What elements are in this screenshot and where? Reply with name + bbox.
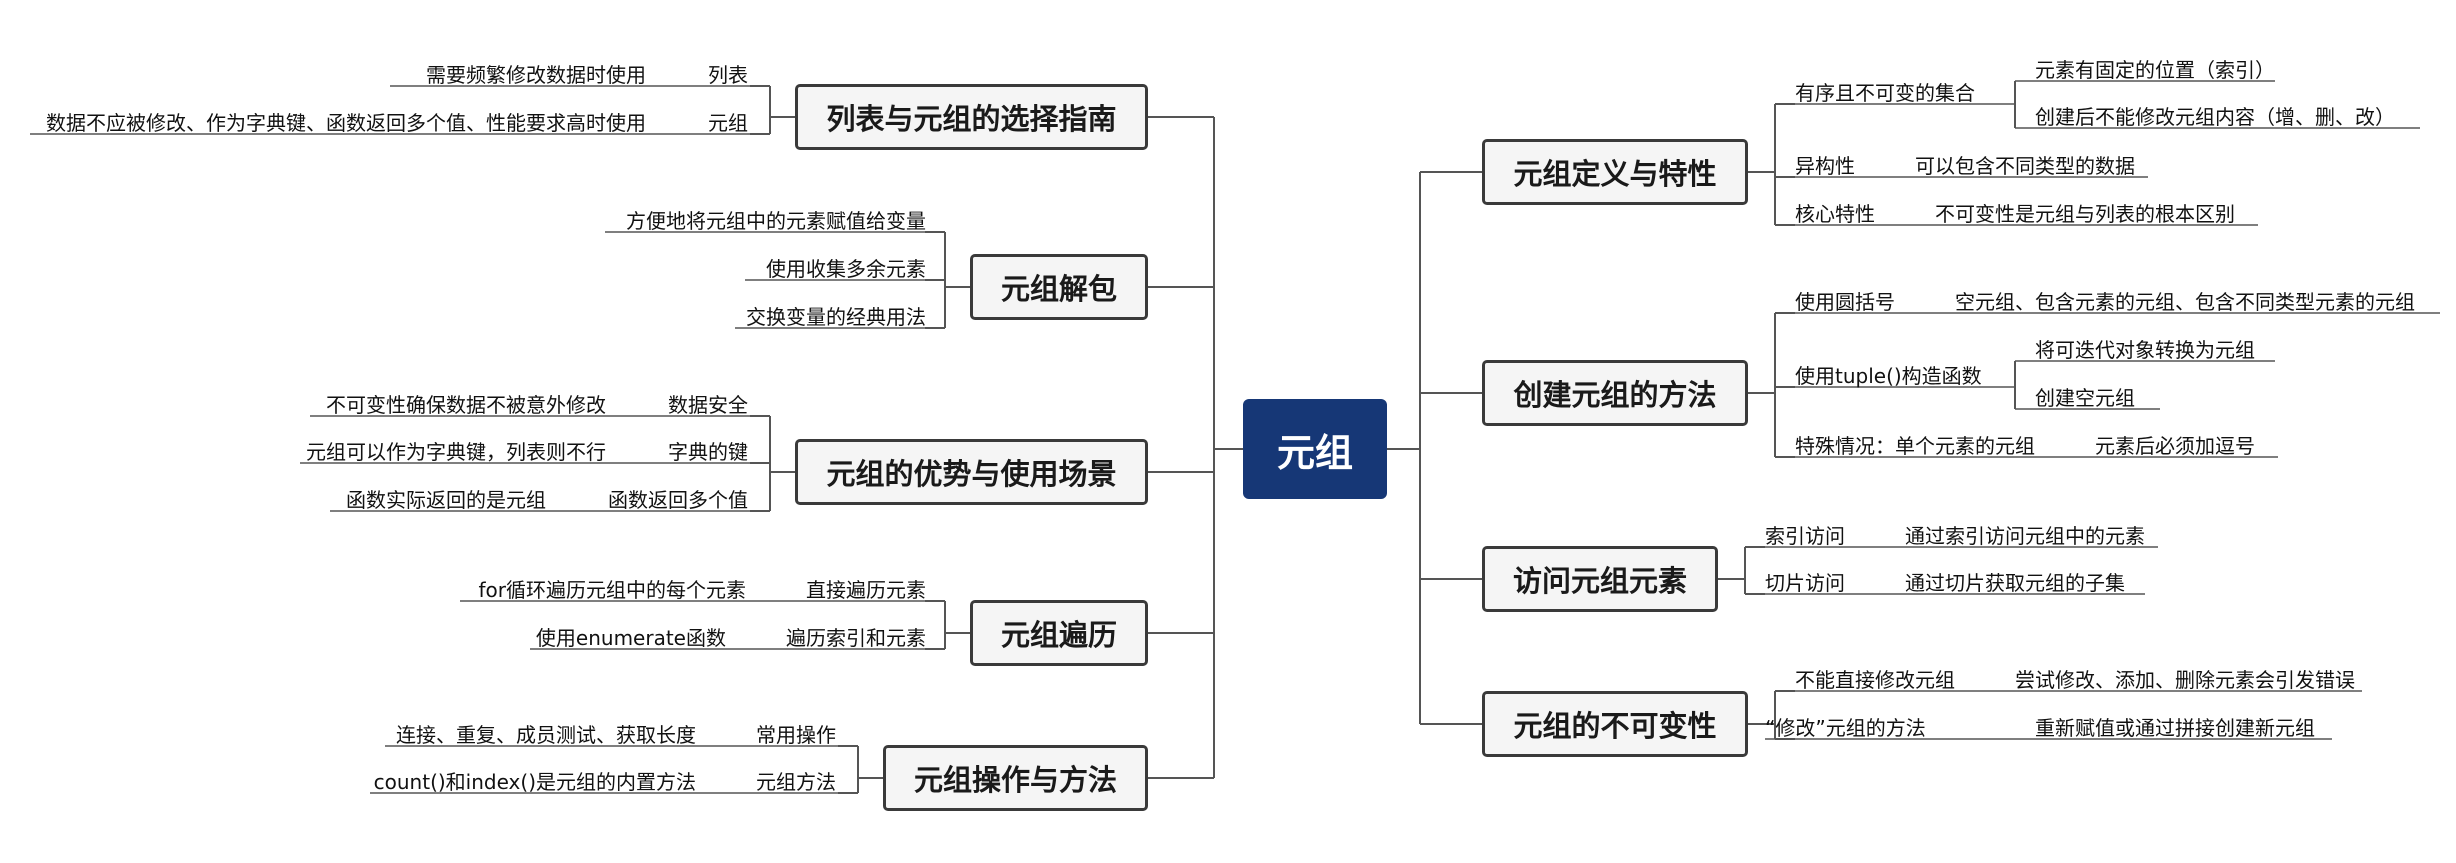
- leaf-empty-and-mixed-tuples[interactable]: 空元组、包含元素的元组、包含不同类型元素的元组: [1955, 290, 2415, 314]
- subtopic-parentheses[interactable]: 使用圆括号: [1795, 290, 1895, 314]
- topic-immutability[interactable]: 元组的不可变性: [1482, 691, 1748, 757]
- leaf-modify-raises-error[interactable]: 尝试修改、添加、删除元素会引发错误: [2015, 668, 2355, 692]
- subtopic-data-safety[interactable]: 数据安全: [668, 393, 748, 417]
- leaf-slice-subset[interactable]: 通过切片获取元组的子集: [1905, 571, 2125, 595]
- subtopic-iterate-elements[interactable]: 直接遍历元素: [806, 578, 926, 602]
- subtopic-index-access[interactable]: 索引访问: [1765, 524, 1845, 548]
- leaf-access-by-index[interactable]: 通过索引访问元组中的元素: [1905, 524, 2145, 548]
- subtopic-iterate-index[interactable]: 遍历索引和元素: [786, 626, 926, 650]
- leaf-iterable-to-tuple[interactable]: 将可迭代对象转换为元组: [2035, 338, 2255, 362]
- topic-tuple-unpacking[interactable]: 元组解包: [970, 254, 1148, 320]
- leaf-create-empty-tuple[interactable]: 创建空元组: [2035, 386, 2135, 410]
- leaf-tuple-as-key[interactable]: 元组可以作为字典键，列表则不行: [306, 440, 606, 464]
- leaf-concat-repeat[interactable]: 连接、重复、成员测试、获取长度: [396, 723, 696, 747]
- topic-tuple-definition[interactable]: 元组定义与特性: [1482, 139, 1748, 205]
- topic-create-tuple[interactable]: 创建元组的方法: [1482, 360, 1748, 426]
- topic-tuple-iteration[interactable]: 元组遍历: [970, 600, 1148, 666]
- leaf-assign-to-variables[interactable]: 方便地将元组中的元素赋值给变量: [626, 209, 926, 233]
- leaf-tuple-use-cases[interactable]: 数据不应被修改、作为字典键、函数返回多个值、性能要求高时使用: [46, 111, 646, 135]
- subtopic-common-ops[interactable]: 常用操作: [756, 723, 836, 747]
- leaf-reassign-or-concat[interactable]: 重新赋值或通过拼接创建新元组: [2035, 716, 2315, 740]
- subtopic-single-element[interactable]: 特殊情况：单个元素的元组: [1795, 434, 2035, 458]
- subtopic-multiple-returns[interactable]: 函数返回多个值: [608, 488, 748, 512]
- subtopic-dict-key[interactable]: 字典的键: [668, 440, 748, 464]
- leaf-fixed-position[interactable]: 元素有固定的位置（索引）: [2035, 58, 2275, 82]
- topic-access-elements[interactable]: 访问元组元素: [1482, 546, 1718, 612]
- subtopic-tuple-methods[interactable]: 元组方法: [756, 770, 836, 794]
- topic-advantages-use-cases[interactable]: 元组的优势与使用场景: [795, 439, 1148, 505]
- leaf-cannot-modify[interactable]: 创建后不能修改元组内容（增、删、改）: [2035, 105, 2395, 129]
- subtopic-core-feature[interactable]: 核心特性: [1795, 202, 1875, 226]
- root-node[interactable]: 元组: [1243, 399, 1387, 499]
- leaf-collect-extra[interactable]: 使用收集多余元素: [766, 257, 926, 281]
- subtopic-list[interactable]: 列表: [708, 63, 748, 87]
- leaf-for-loop[interactable]: for循环遍历元组中的每个元素: [478, 578, 747, 602]
- leaf-swap-variables[interactable]: 交换变量的经典用法: [746, 305, 926, 329]
- leaf-prevent-accidental-change[interactable]: 不可变性确保数据不被意外修改: [326, 393, 606, 417]
- subtopic-tuple-constructor[interactable]: 使用tuple()构造函数: [1795, 364, 1982, 388]
- subtopic-modify-method[interactable]: “修改”元组的方法: [1765, 716, 1926, 740]
- leaf-frequent-modification[interactable]: 需要频繁修改数据时使用: [426, 63, 646, 87]
- leaf-returns-tuple[interactable]: 函数实际返回的是元组: [346, 488, 546, 512]
- leaf-trailing-comma[interactable]: 元素后必须加逗号: [2095, 434, 2255, 458]
- subtopic-slice-access[interactable]: 切片访问: [1765, 571, 1845, 595]
- leaf-immutability-difference[interactable]: 不可变性是元组与列表的根本区别: [1935, 202, 2235, 226]
- leaf-count-index[interactable]: count()和index()是元组的内置方法: [373, 770, 696, 794]
- subtopic-ordered-immutable[interactable]: 有序且不可变的集合: [1795, 81, 1975, 105]
- subtopic-tuple[interactable]: 元组: [708, 111, 748, 135]
- subtopic-heterogeneous[interactable]: 异构性: [1795, 154, 1855, 178]
- subtopic-cannot-modify-directly[interactable]: 不能直接修改元组: [1795, 668, 1955, 692]
- leaf-enumerate[interactable]: 使用enumerate函数: [535, 626, 726, 650]
- topic-list-vs-tuple-guide[interactable]: 列表与元组的选择指南: [795, 84, 1148, 150]
- leaf-different-types[interactable]: 可以包含不同类型的数据: [1915, 154, 2135, 178]
- topic-operations-methods[interactable]: 元组操作与方法: [883, 745, 1148, 811]
